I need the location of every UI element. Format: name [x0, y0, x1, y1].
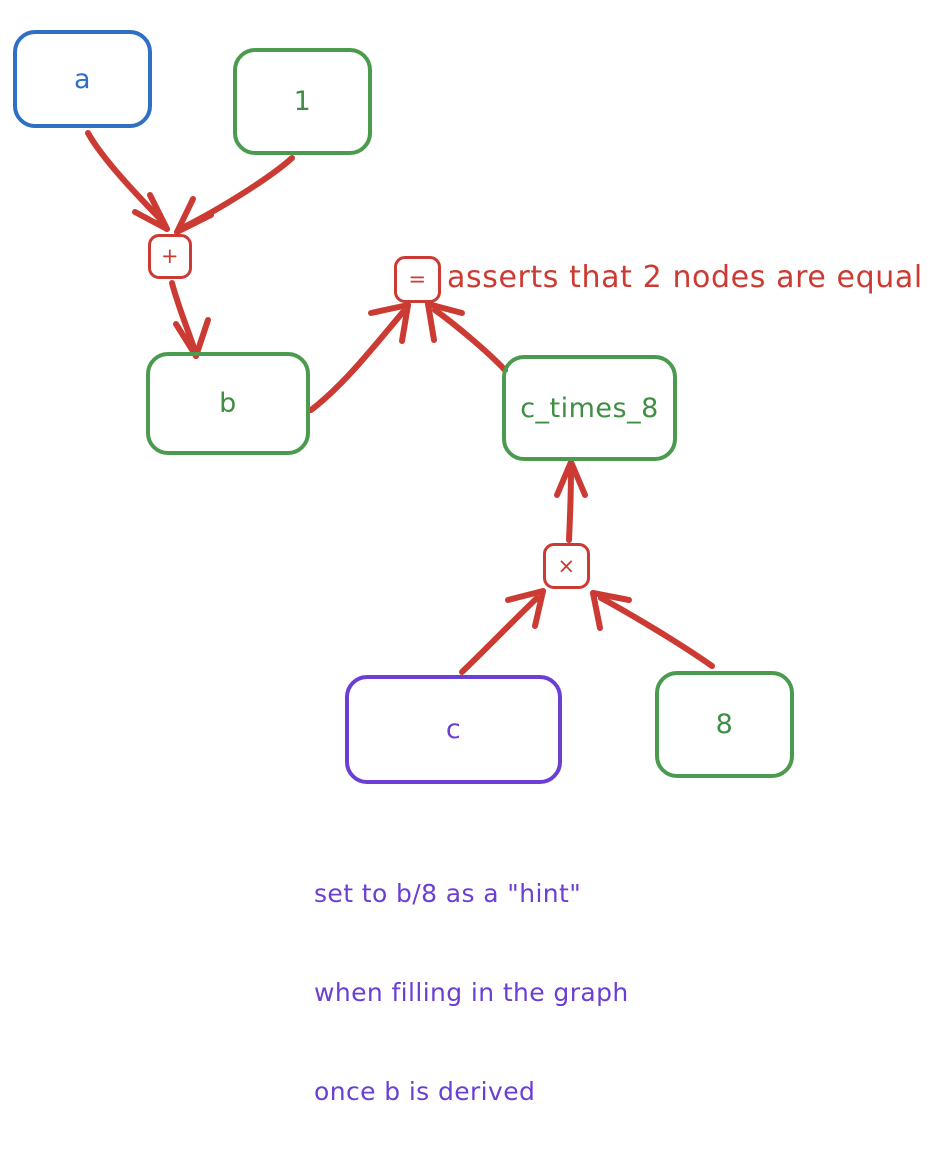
edge-plus-to-b [169, 280, 211, 359]
node-plus-operator[interactable]: + [148, 234, 192, 279]
node-plus-label: + [160, 244, 180, 268]
node-c-label: c [445, 714, 462, 745]
node-a-label: a [73, 63, 92, 95]
annotation-equals-note: asserts that 2 nodes are equal [447, 260, 923, 295]
node-a[interactable]: a [13, 30, 152, 128]
edge-c-to-times [459, 588, 546, 675]
annotation-hint-line-2: when filling in the graph [314, 978, 629, 1007]
node-one[interactable]: 1 [233, 48, 372, 155]
node-equals-operator[interactable]: = [394, 256, 441, 303]
node-multiply-operator[interactable]: × [543, 543, 590, 589]
node-b[interactable]: b [146, 352, 310, 455]
edge-a-to-plus [85, 130, 170, 232]
node-one-label: 1 [293, 86, 312, 117]
node-equals-label: = [408, 267, 427, 291]
edge-one-to-plus [174, 155, 295, 235]
edge-layer [85, 130, 715, 675]
edge-times-to-ctimes8 [554, 459, 588, 543]
node-eight[interactable]: 8 [655, 671, 794, 778]
node-b-label: b [219, 388, 237, 419]
node-multiply-label: × [557, 553, 576, 578]
edge-eight-to-times [590, 590, 715, 669]
node-eight-label: 8 [715, 709, 734, 740]
node-c[interactable]: c [345, 675, 562, 784]
annotation-hint-line-3: once b is derived [314, 1077, 536, 1106]
annotation-hint-note: set to b/8 as a "hint" when filling in t… [314, 811, 629, 1174]
diagram-canvas: a 1 + b = c_times_8 × c 8 asserts that 2… [13, 30, 923, 1106]
edge-ctimes8-to-equals [425, 301, 508, 373]
annotation-hint-line-1: set to b/8 as a "hint" [314, 879, 582, 908]
node-c-times-8[interactable]: c_times_8 [502, 355, 677, 461]
edge-b-to-equals [308, 302, 411, 413]
node-c-times-8-label: c_times_8 [520, 392, 659, 424]
